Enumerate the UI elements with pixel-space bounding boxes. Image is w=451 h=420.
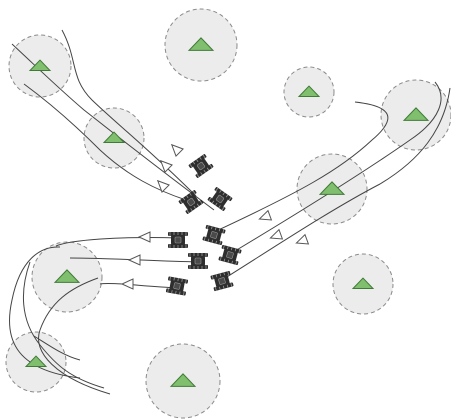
- path-line-5: [229, 81, 442, 255]
- landmark-triangle-icon: [318, 181, 346, 195]
- robot-turret: [226, 251, 234, 259]
- robot-track-tread: [206, 225, 209, 230]
- landmark-triangle-icon: [297, 85, 321, 97]
- robot-track-tread: [203, 236, 206, 241]
- direction-arrow-icon: [258, 209, 273, 221]
- path-line-9: [38, 277, 111, 395]
- path-line-4: [213, 101, 389, 233]
- landmark-triangle-icon: [28, 59, 52, 71]
- robot-track-tread: [202, 154, 206, 159]
- robot-track-tread: [179, 199, 183, 204]
- robot-track-tread: [215, 187, 219, 192]
- robot-turret: [218, 277, 226, 285]
- robot-track-tread: [209, 164, 213, 169]
- arrow-head: [269, 228, 284, 240]
- path-line-6: [221, 87, 451, 281]
- landmark-triangle-icon: [169, 373, 197, 387]
- landmark-triangle-icon: [102, 131, 126, 143]
- arrow-head: [137, 231, 151, 243]
- robot-track-tread: [185, 279, 187, 284]
- zones-layer: [5, 8, 451, 419]
- arrow-head: [258, 209, 273, 221]
- landmark-triangle-icon: [24, 355, 48, 367]
- direction-arrow-icon: [269, 228, 284, 240]
- arrow-head: [156, 179, 170, 193]
- robot-track-tread: [230, 282, 233, 287]
- tracked-robot-icon: [218, 244, 242, 266]
- direction-arrow-icon: [156, 179, 170, 193]
- robot-turret: [210, 231, 218, 239]
- robot-track-tread: [192, 190, 196, 195]
- robot-track-tread: [208, 197, 212, 202]
- tracked-robot-icon: [188, 154, 214, 178]
- tracked-robot-icon: [210, 270, 234, 292]
- robot-turret: [174, 236, 182, 244]
- robot-track-tread: [169, 276, 171, 281]
- path-line-3: [23, 83, 187, 201]
- robot-turret: [186, 197, 196, 207]
- tracked-robot-icon: [165, 276, 189, 296]
- path-line-12: [99, 282, 179, 289]
- arrows-layer: [120, 143, 310, 290]
- landmark-triangle-icon: [53, 269, 81, 283]
- robot-track-tread: [199, 200, 203, 205]
- robot-track-tread: [222, 245, 225, 250]
- landmark-triangle-icon: [187, 37, 215, 51]
- robot-track-tread: [189, 163, 193, 168]
- landmark-triangle-icon: [402, 107, 430, 121]
- robot-track-tread: [227, 271, 230, 276]
- robot-track-tread: [222, 229, 225, 234]
- direction-arrow-icon: [120, 278, 134, 290]
- robot-turret: [194, 257, 202, 265]
- robot-track-tread: [238, 249, 241, 254]
- arrow-head: [159, 159, 173, 173]
- tracked-robot-icon: [178, 190, 204, 214]
- direction-arrow-icon: [137, 231, 151, 243]
- arrow-head: [127, 254, 141, 266]
- robot-track-tread: [183, 291, 185, 296]
- direction-arrow-icon: [159, 159, 173, 173]
- robot-track-tread: [221, 206, 225, 211]
- robot-track-tread: [167, 288, 169, 293]
- robot-track-tread: [186, 209, 190, 214]
- robot-track-tread: [219, 240, 222, 245]
- robot-track-tread: [228, 196, 232, 201]
- robot-track-tread: [196, 173, 200, 178]
- arrow-head: [120, 278, 134, 290]
- tracked-robot-icon: [168, 232, 188, 248]
- robot-track-tread: [211, 275, 214, 280]
- path-line-10: [55, 236, 181, 247]
- direction-arrow-icon: [170, 143, 184, 157]
- arrow-head: [170, 143, 184, 157]
- path-line-13: [33, 335, 81, 361]
- tracked-robot-icon: [202, 224, 226, 246]
- direction-arrow-icon: [127, 254, 141, 266]
- tracked-robot-icon: [207, 187, 233, 211]
- landmarks-layer: [24, 37, 430, 387]
- landmark-triangle-icon: [351, 277, 375, 289]
- robot-track-tread: [214, 286, 217, 291]
- paths-layer: [9, 29, 451, 395]
- robot-turret: [196, 161, 206, 171]
- robot-track-tread: [219, 256, 222, 261]
- robots-layer: [165, 154, 242, 296]
- robot-turret: [215, 194, 225, 204]
- robot-track-tread: [235, 260, 238, 265]
- arrow-head: [295, 233, 310, 245]
- robot-turret: [173, 282, 181, 290]
- path-line-8: [22, 261, 105, 389]
- tracked-robot-icon: [188, 253, 208, 269]
- direction-arrow-icon: [295, 233, 310, 245]
